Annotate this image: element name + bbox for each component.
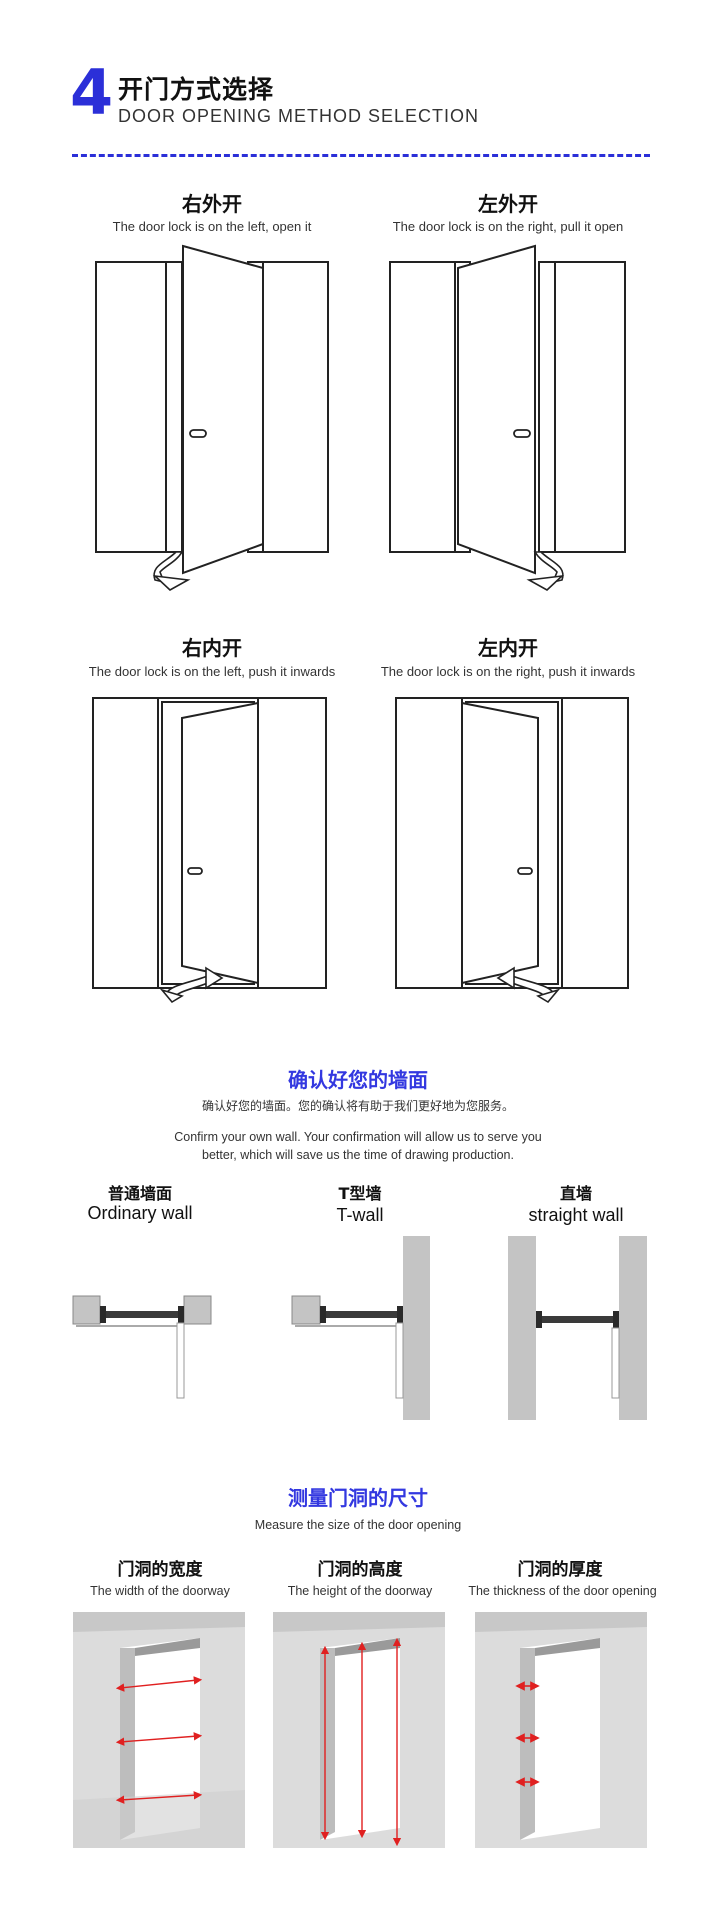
section-title-en: DOOR OPENING METHOD SELECTION (118, 106, 480, 126)
dashed-divider (72, 154, 650, 157)
measure-section-subtitle: Measure the size of the door opening (254, 1518, 462, 1532)
swing-arrow-icon (526, 551, 565, 591)
measure-thickness-title-cn: 门洞的厚度 (517, 1560, 603, 1580)
wall-t-title-cn: T型墙 (338, 1184, 382, 1203)
method-left-outward-desc: The door lock is on the right, pull it o… (392, 219, 624, 234)
wall-ordinary-title-en: Ordinary wall (87, 1203, 193, 1223)
measure-thickness-title-en: The thickness of the door opening (468, 1584, 657, 1598)
wall-t-title-en: T-wall (336, 1205, 384, 1225)
method-right-outward-desc: The door lock is on the left, open it (112, 219, 312, 234)
method-right-inward-title: 右内开 (182, 636, 242, 660)
wall-section-subtitle-cn: 确认好您的墙面。您的确认将有助于我们更好地为您服务。 (201, 1099, 514, 1113)
section-title-cn: 开门方式选择 (118, 75, 275, 104)
wall-section-title: 确认好您的墙面 (288, 1068, 428, 1092)
section-number: 4 (70, 56, 114, 129)
method-right-outward-title: 右外开 (182, 192, 242, 216)
method-left-inward-title: 左内开 (478, 636, 538, 660)
measure-width-title-cn: 门洞的宽度 (117, 1560, 203, 1580)
measure-height-title-cn: 门洞的高度 (317, 1560, 403, 1580)
swing-arrow-icon (496, 966, 561, 1004)
wall-straight-title-en: straight wall (528, 1205, 624, 1225)
wall-straight-title-cn: 直墙 (559, 1184, 592, 1203)
measure-height-title-en: The height of the doorway (287, 1584, 433, 1598)
measure-section-title: 测量门洞的尺寸 (288, 1486, 428, 1510)
measure-width-title-en: The width of the doorway (90, 1584, 230, 1598)
wall-ordinary-title-cn: 普通墙面 (107, 1184, 172, 1203)
swing-arrow-icon (152, 551, 191, 591)
wall-section-subtitle-en-2: better, which will save us the time of d… (202, 1148, 514, 1162)
swing-arrow-icon (159, 966, 224, 1004)
wall-section-subtitle-en-1: Confirm your own wall. Your confirmation… (174, 1130, 542, 1144)
method-left-inward-desc: The door lock is on the right, push it i… (380, 664, 636, 679)
method-right-inward-desc: The door lock is on the left, push it in… (88, 664, 336, 679)
method-left-outward-title: 左外开 (478, 192, 538, 216)
